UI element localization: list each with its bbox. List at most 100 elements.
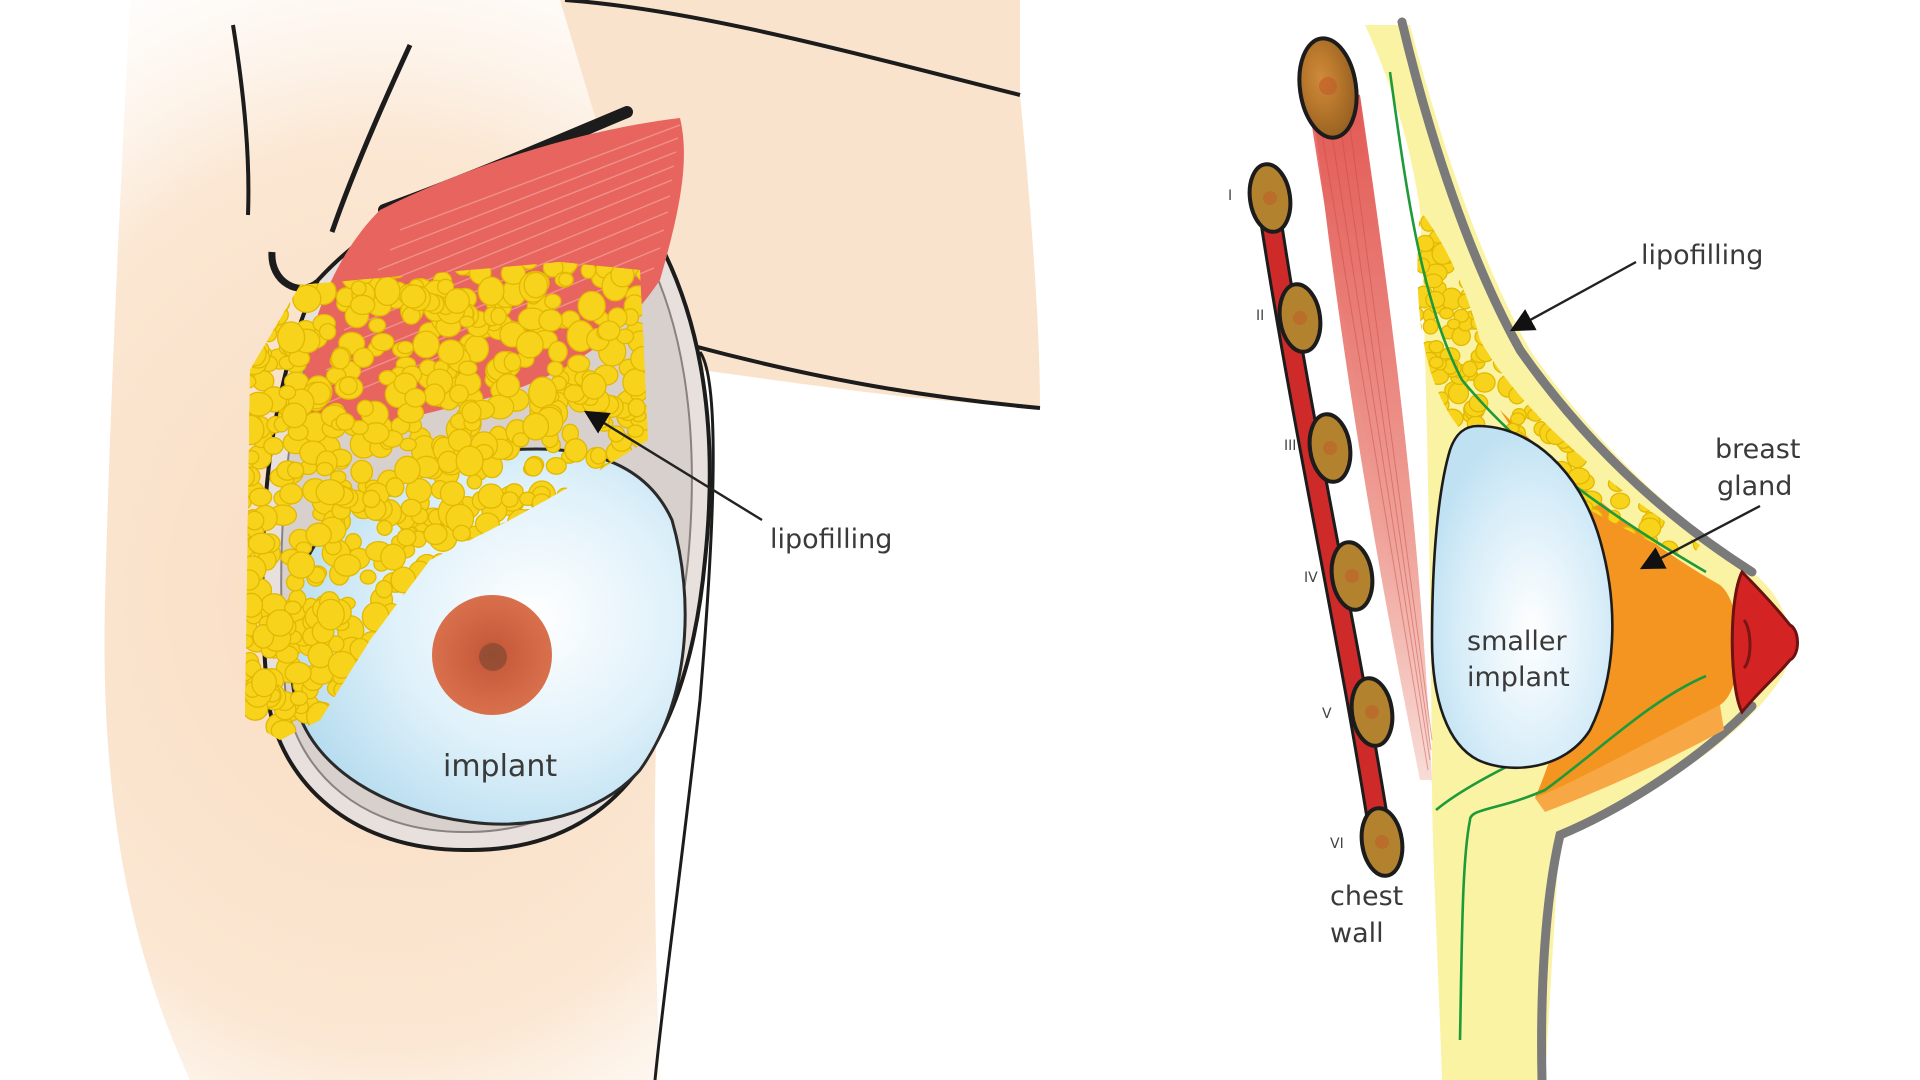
fat-globule [1473, 372, 1496, 393]
fat-globule [1417, 307, 1425, 323]
fat-globule [1635, 210, 1653, 226]
fat-globule [1446, 318, 1461, 330]
fat-globule [1606, 287, 1626, 306]
fat-globule [315, 478, 345, 506]
fat-globule [1524, 210, 1545, 219]
fat-globule [1616, 210, 1633, 223]
fat-globule [1646, 395, 1664, 409]
fat-globule [356, 399, 374, 417]
fat-globule [1502, 213, 1521, 232]
fat-globule [1666, 486, 1683, 505]
fat-globule [1561, 227, 1577, 241]
fat-globule [1693, 510, 1700, 529]
fat-globule [251, 668, 278, 698]
fat-globule [444, 288, 470, 314]
fat-globule [495, 373, 521, 398]
fat-globule [1554, 339, 1569, 354]
fat-globule [1417, 443, 1421, 457]
fat-globule [1654, 301, 1673, 316]
fat-globule [1580, 392, 1605, 418]
nipple-sagittal [1730, 569, 1799, 715]
fat-globule [1515, 248, 1538, 271]
rib-label: V [1322, 706, 1332, 722]
fat-globule [1596, 420, 1619, 442]
fat-globule [1652, 379, 1676, 399]
fat-globule [1643, 405, 1662, 421]
fat-globule [1417, 216, 1421, 231]
fat-globule [436, 278, 455, 295]
fat-globule [1669, 285, 1686, 300]
arm-upper-contour [564, 0, 1021, 97]
fat-globule [1417, 404, 1421, 421]
neck-line-left [231, 24, 251, 216]
fat-globule [375, 579, 393, 599]
fat-globule [1506, 214, 1524, 234]
fat-globule [385, 477, 405, 498]
smaller-implant-label-line1: smaller [1467, 626, 1568, 657]
fat-globule [1683, 216, 1700, 236]
fat-globule [245, 634, 254, 649]
fat-globule [455, 445, 484, 477]
fat-globule [1550, 326, 1568, 341]
fat-globule [452, 524, 471, 542]
fat-globule [1554, 316, 1574, 332]
fat-globule [1565, 378, 1589, 398]
fat-globule [1673, 369, 1691, 383]
fat-globule [503, 352, 522, 372]
fat-globule [1619, 377, 1643, 397]
fat-globule [1630, 444, 1645, 459]
fat-globule [352, 347, 375, 368]
fat-globule [1610, 283, 1628, 301]
skin-contour-sagittal [1397, 17, 1757, 1080]
fat-globule [1680, 482, 1700, 505]
fat-globule [316, 598, 345, 631]
fat-globule [1625, 273, 1642, 291]
fat-globule [1630, 301, 1648, 319]
fat-globule [538, 309, 563, 332]
fat-globule [350, 459, 374, 484]
fat-globule [247, 532, 276, 555]
fat-globule [1485, 228, 1505, 246]
rib-label: IV [1304, 570, 1318, 586]
fat-globule [1619, 317, 1642, 341]
fat-globule [335, 412, 355, 431]
fat-globule [1626, 417, 1650, 439]
fat-globule [547, 340, 568, 363]
smaller-implant [1430, 424, 1614, 770]
fat-globule [1470, 210, 1492, 223]
fat-globule [266, 609, 294, 637]
fat-globule [1541, 217, 1560, 237]
fat-globule [1611, 377, 1634, 401]
fat-globule [376, 519, 393, 536]
fat-globule [1596, 397, 1613, 412]
fat-globule [394, 455, 421, 485]
fat-globule [1573, 224, 1587, 238]
fat-globule [1671, 486, 1687, 504]
fat-globule [287, 551, 316, 579]
fat-globule [1551, 333, 1572, 350]
fat-globule [1515, 219, 1535, 237]
lipofilling-arrow-sagittal [1509, 260, 1637, 332]
fat-globule [1652, 413, 1669, 431]
fat-globule [286, 461, 305, 479]
fat-globule [278, 385, 297, 400]
fascia-line-outer [1388, 71, 1707, 1041]
fat-globule [1665, 336, 1687, 353]
fat-globule [1520, 221, 1534, 236]
breast-gland-label-line2: gland [1717, 471, 1792, 502]
fat-globule [1536, 249, 1555, 268]
fat-globule [1596, 210, 1619, 228]
fat-globule [1567, 262, 1582, 278]
fat-globule [1619, 288, 1635, 302]
fat-globule [1558, 279, 1577, 297]
fat-globule [1461, 360, 1478, 378]
fat-globule [1578, 324, 1597, 344]
rib-label: III [1284, 438, 1296, 454]
fat-globule [577, 290, 606, 322]
fat-globule [1590, 315, 1606, 333]
fat-globule [1619, 317, 1643, 338]
fat-globule [374, 276, 401, 307]
fat-globule [515, 330, 544, 359]
fat-globule [1653, 210, 1669, 226]
fat-globule [439, 480, 466, 507]
